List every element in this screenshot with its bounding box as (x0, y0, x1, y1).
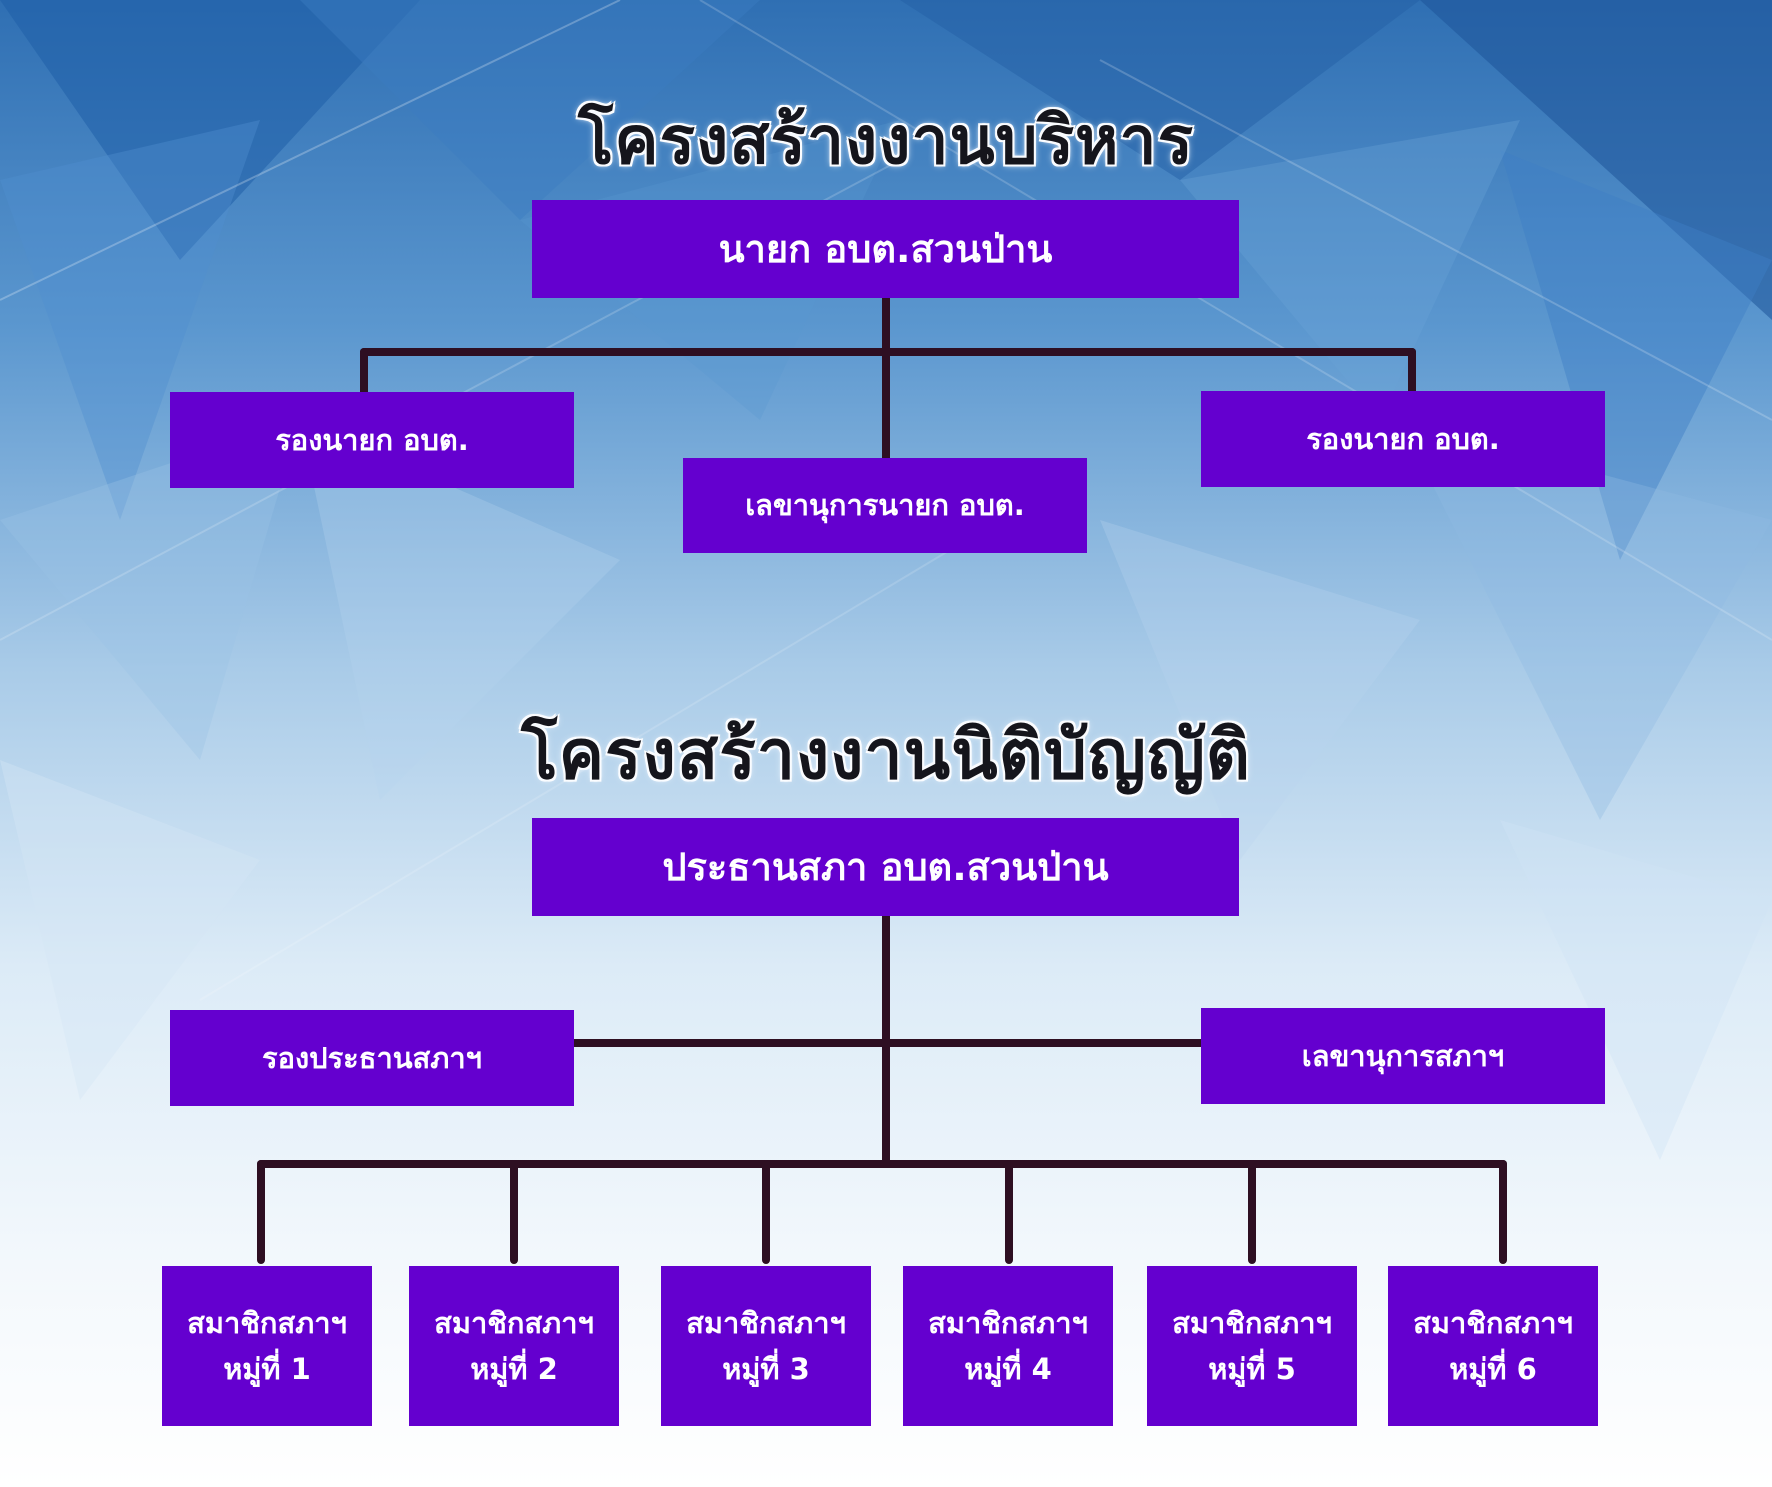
executive-head-box: นายก อบต.สวนป่าน (532, 200, 1239, 298)
council-member-label: สมาชิกสภาฯ (1172, 1305, 1332, 1340)
village-number-label: หมู่ที่ 2 (470, 1352, 558, 1386)
deputy-mayor-left-label: รองนายก อบต. (275, 422, 469, 457)
mayor-secretary-label: เลขานุการนายก อบต. (745, 488, 1025, 523)
executive-structure-title: โครงสร้างงานบริหาร (577, 102, 1195, 179)
village-number-label: หมู่ที่ 3 (722, 1352, 810, 1386)
council-secretary-label: เลขานุการสภาฯ (1301, 1038, 1505, 1073)
council-member-label: สมาชิกสภาฯ (187, 1305, 347, 1340)
legislative-structure-title: โครงสร้างงานนิติบัญญัติ (521, 716, 1251, 795)
council-member-label: สมาชิกสภาฯ (928, 1305, 1088, 1340)
village-number-label: หมู่ที่ 4 (964, 1352, 1052, 1386)
village-number-label: หมู่ที่ 6 (1449, 1352, 1537, 1386)
council-member-box-2: สมาชิกสภาฯ หมู่ที่ 2 (409, 1266, 619, 1426)
village-number-label: หมู่ที่ 5 (1208, 1352, 1296, 1386)
council-member-label: สมาชิกสภาฯ (686, 1305, 846, 1340)
council-member-label: สมาชิกสภาฯ (434, 1305, 594, 1340)
council-chair-label: ประธานสภา อบต.สวนป่าน (662, 844, 1109, 889)
vice-chair-box: รองประธานสภาฯ (170, 1010, 574, 1106)
deputy-mayor-right-label: รองนายก อบต. (1306, 421, 1500, 456)
deputy-mayor-right-box: รองนายก อบต. (1201, 391, 1605, 487)
vice-chair-label: รองประธานสภาฯ (262, 1040, 482, 1075)
mayor-secretary-box: เลขานุการนายก อบต. (683, 458, 1087, 553)
council-secretary-box: เลขานุการสภาฯ (1201, 1008, 1605, 1104)
council-chair-box: ประธานสภา อบต.สวนป่าน (532, 818, 1239, 916)
council-member-label: สมาชิกสภาฯ (1413, 1305, 1573, 1340)
deputy-mayor-left-box: รองนายก อบต. (170, 392, 574, 488)
village-number-label: หมู่ที่ 1 (223, 1352, 311, 1386)
executive-head-label: นายก อบต.สวนป่าน (718, 226, 1053, 271)
council-member-box-6: สมาชิกสภาฯ หมู่ที่ 6 (1388, 1266, 1598, 1426)
council-member-box-4: สมาชิกสภาฯ หมู่ที่ 4 (903, 1266, 1113, 1426)
council-member-box-3: สมาชิกสภาฯ หมู่ที่ 3 (661, 1266, 871, 1426)
council-member-box-5: สมาชิกสภาฯ หมู่ที่ 5 (1147, 1266, 1357, 1426)
council-member-box-1: สมาชิกสภาฯ หมู่ที่ 1 (162, 1266, 372, 1426)
